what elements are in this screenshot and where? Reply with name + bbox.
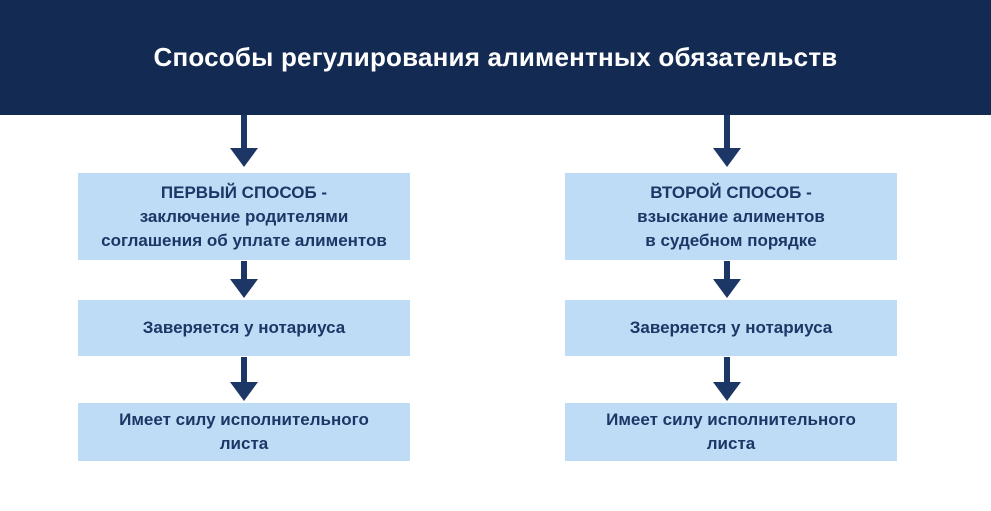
flow-box-notary-right: Заверяется у нотариуса [565,300,897,356]
arrow-down-icon [230,357,258,401]
arrow-down-icon [230,115,258,167]
arrow-down-icon [230,261,258,298]
box-text-line: Имеет силу исполнительного [606,410,856,429]
arrow-down-icon [713,261,741,298]
arrow-head [230,148,258,167]
flow-box-first-method: ПЕРВЫЙ СПОСОБ - заключение родителями со… [78,173,410,260]
arrow-down-icon [713,357,741,401]
arrow-shaft [241,357,247,382]
box-text-line: ВТОРОЙ СПОСОБ - [650,182,812,202]
flow-box-notary-left: Заверяется у нотариуса [78,300,410,356]
arrow-shaft [241,115,247,148]
page-title: Способы регулирования алиментных обязате… [153,42,838,72]
box-text-line: Заверяется у нотариуса [629,318,833,337]
arrow-shaft [724,261,730,279]
header-banner: Способы регулирования алиментных обязате… [0,0,991,115]
arrow-head [713,148,741,167]
flow-box-writ-right: Имеет силу исполнительного листа [565,403,897,461]
arrow-head [230,279,258,298]
arrow-head [713,279,741,298]
flow-box-second-method: ВТОРОЙ СПОСОБ - взыскание алиментов в су… [565,173,897,260]
arrow-head [230,382,258,401]
arrow-shaft [724,357,730,382]
arrow-shaft [724,115,730,148]
box-text-line: ПЕРВЫЙ СПОСОБ - [160,182,328,202]
box-text-line: в судебном порядке [645,230,817,250]
arrow-down-icon [713,115,741,167]
box-text-line: листа [706,434,756,453]
flow-box-writ-left: Имеет силу исполнительного листа [78,403,410,461]
arrow-head [713,382,741,401]
arrow-shaft [241,261,247,279]
box-text-line: Заверяется у нотариуса [142,318,346,337]
box-text-line: Имеет силу исполнительного [119,410,369,429]
box-text-line: взыскание алиментов [637,206,825,226]
box-text-line: заключение родителями [139,206,349,226]
box-text-line: соглашения об уплате алиментов [101,230,387,250]
box-text-line: листа [219,434,269,453]
